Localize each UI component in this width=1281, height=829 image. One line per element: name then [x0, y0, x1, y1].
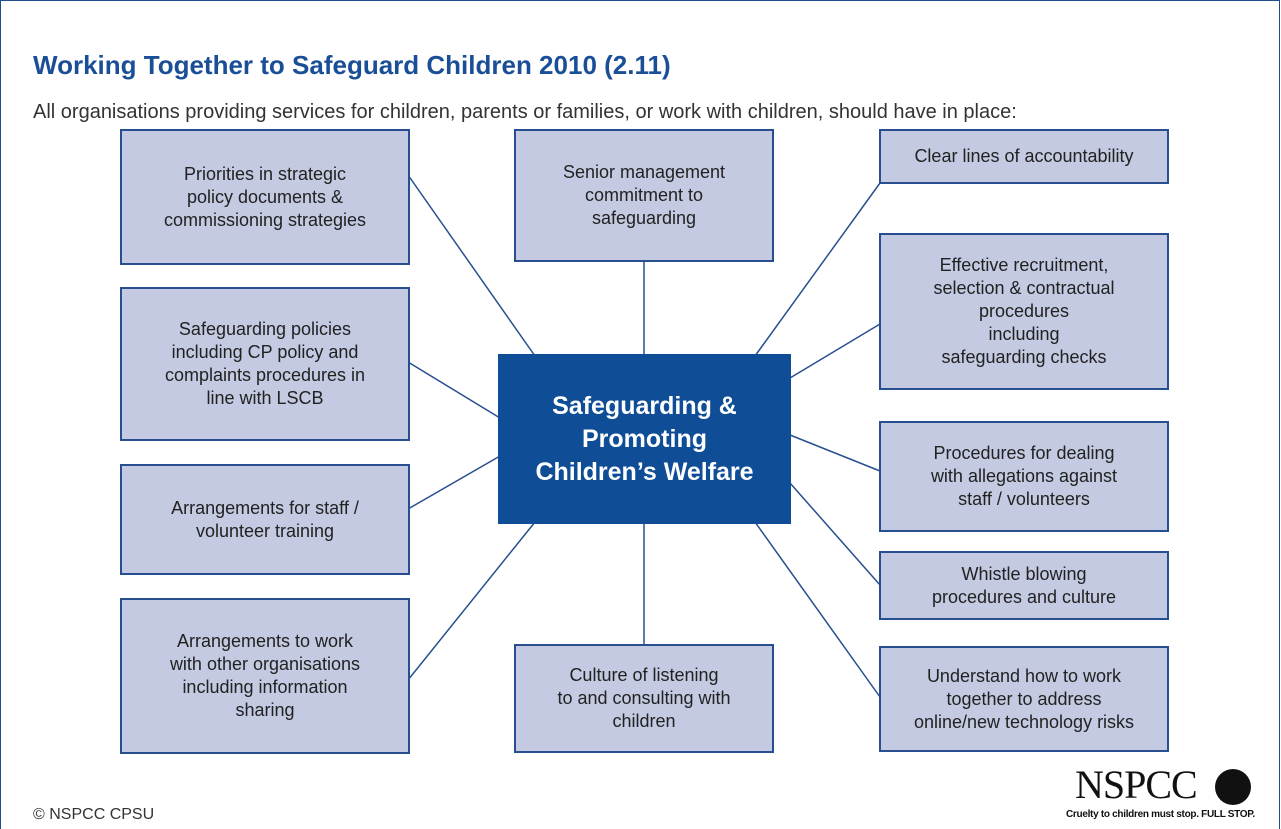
box-allegations: Procedures for dealing with allegations … [879, 421, 1169, 532]
copyright-text: © NSPCC CPSU [33, 806, 155, 823]
logo-tagline: Cruelty to children must stop. FULL STOP… [1066, 809, 1255, 820]
connector-recruitment [789, 323, 881, 379]
logo-wordmark: NSPCC [1075, 762, 1198, 807]
box-whistle-blowing: Whistle blowing procedures and culture [879, 551, 1169, 620]
box-online-risks: Understand how to work together to addre… [879, 646, 1169, 752]
intro-text: All organisations providing services for… [33, 101, 1017, 123]
connector-accountability [754, 182, 881, 357]
center-box: Safeguarding & Promoting Children’s Welf… [498, 354, 791, 524]
box-recruitment: Effective recruitment, selection & contr… [879, 233, 1169, 390]
box-culture-listening: Culture of listening to and consulting w… [514, 644, 774, 753]
connector-staff-training [407, 455, 501, 510]
box-accountability: Clear lines of accountability [879, 129, 1169, 184]
logo-dot-icon [1215, 769, 1251, 805]
connector-safeguarding-policies [407, 361, 501, 419]
connector-whistle-blowing [789, 482, 881, 586]
box-senior-management: Senior management commitment to safeguar… [514, 129, 774, 262]
connector-allegations [789, 434, 881, 472]
connector-online-risks [754, 521, 881, 698]
box-work-with-others: Arrangements to work with other organisa… [120, 598, 410, 754]
box-safeguarding-policies: Safeguarding policies including CP polic… [120, 287, 410, 441]
page-title: Working Together to Safeguard Children 2… [33, 50, 671, 80]
connector-work-with-others [407, 521, 536, 681]
connector-priorities [407, 174, 536, 357]
box-priorities: Priorities in strategic policy documents… [120, 129, 410, 265]
nspcc-logo: NSPCC Cruelty to children must stop. FUL… [1060, 765, 1270, 821]
box-staff-training: Arrangements for staff / volunteer train… [120, 464, 410, 575]
